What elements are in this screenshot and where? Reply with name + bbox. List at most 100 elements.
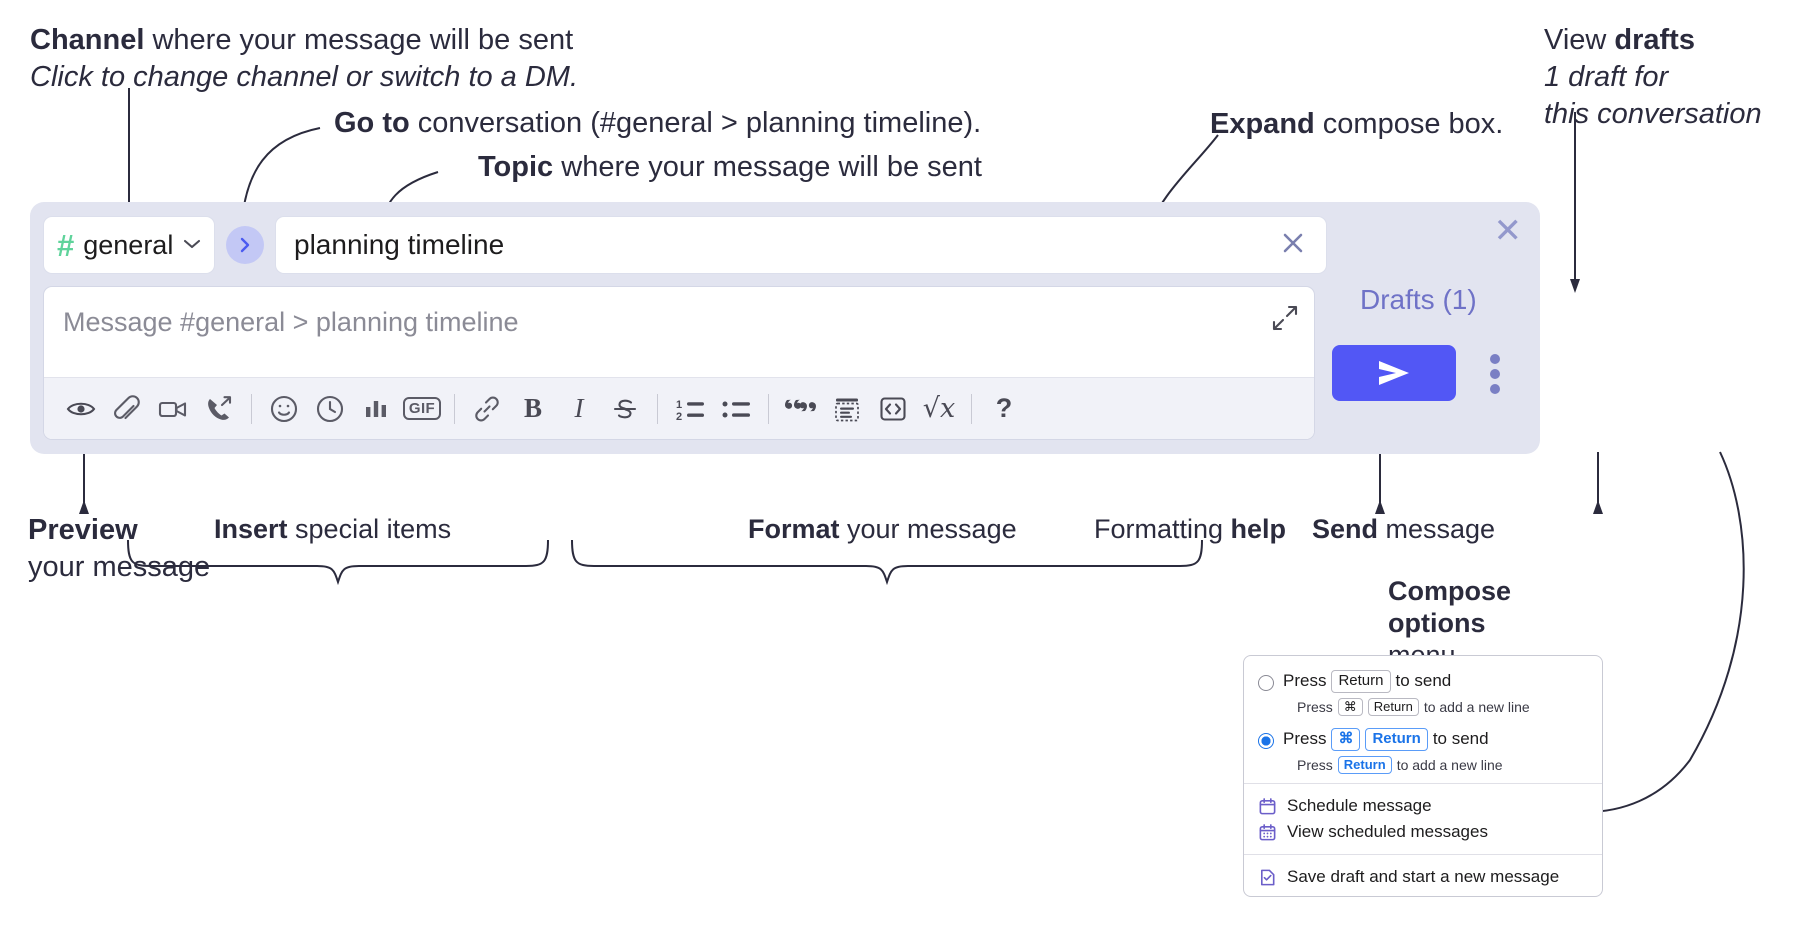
menu-item-label: Schedule message — [1287, 796, 1432, 815]
video-camera-icon[interactable] — [150, 386, 196, 432]
code-block-icon[interactable] — [824, 386, 870, 432]
expand-icon[interactable] — [1272, 305, 1298, 331]
annotation-expand: Expand compose box. — [1210, 106, 1503, 143]
menu-divider — [1244, 854, 1602, 855]
annotation-channel-sub: Click to change channel or switch to a D… — [30, 61, 579, 94]
annotation-compose-bold1: Compose — [1388, 576, 1512, 606]
option-body: Press ⌘ Return to send Press Return to a… — [1283, 728, 1503, 774]
preview-eye-icon[interactable] — [58, 386, 104, 432]
annotation-preview-bold: Preview — [28, 514, 138, 546]
bulleted-list-icon[interactable] — [713, 386, 759, 432]
attachment-paperclip-icon[interactable] — [104, 386, 150, 432]
menu-item-view-scheduled-messages[interactable]: View scheduled messages — [1244, 819, 1602, 845]
menu-divider — [1244, 783, 1602, 784]
send-button[interactable] — [1332, 345, 1456, 401]
annotation-goto-bold: Go to — [334, 107, 410, 139]
to-send-label: to send — [1432, 729, 1489, 749]
math-icon[interactable]: √x — [916, 386, 962, 432]
annotation-formatting-help: Formatting help — [1094, 512, 1286, 547]
annotation-help-lead: Formatting — [1094, 514, 1231, 544]
calendar-icon — [1258, 797, 1277, 816]
annotation-topic-rest: where your message will be sent — [553, 151, 982, 183]
annotation-insert-bold: Insert — [214, 514, 288, 544]
calendar-grid-icon — [1258, 823, 1277, 842]
key-return: Return — [1331, 670, 1391, 693]
annotation-preview: Preview your message — [28, 512, 210, 586]
option-body: Press Return to send Press ⌘ Return to a… — [1283, 670, 1530, 716]
italic-icon[interactable]: I — [574, 393, 584, 423]
strikethrough-icon[interactable] — [602, 386, 648, 432]
math-label: √x — [922, 393, 956, 424]
toolbar-divider — [971, 393, 972, 424]
option-sub-line: Press Return to add a new line — [1297, 755, 1503, 774]
radio-button-unselected[interactable] — [1258, 675, 1274, 691]
draft-check-icon — [1258, 868, 1277, 887]
annotation-send-rest: message — [1378, 514, 1496, 544]
menu-item-schedule-message[interactable]: Schedule message — [1244, 793, 1602, 819]
annotation-preview-rest: your message — [28, 551, 211, 584]
menu-item-label: Save draft and start a new message — [1287, 867, 1560, 886]
link-icon[interactable] — [464, 386, 510, 432]
clear-topic-icon[interactable] — [1278, 228, 1308, 263]
gif-icon[interactable]: GIF — [399, 386, 445, 432]
press-label: Press — [1297, 756, 1333, 773]
bold-icon[interactable]: B — [523, 393, 542, 423]
radio-button-selected[interactable] — [1258, 733, 1274, 749]
toolbar-divider — [657, 393, 658, 424]
annotation-goto: Go to conversation (#general > planning … — [334, 105, 981, 142]
kebab-dot — [1490, 369, 1500, 379]
svg-text:1: 1 — [676, 399, 682, 411]
formatting-help-icon[interactable]: ? — [981, 386, 1027, 432]
toolbar-divider — [454, 393, 455, 424]
chevron-down-icon — [182, 234, 202, 256]
topic-value: planning timeline — [294, 229, 505, 260]
poll-bar-chart-icon[interactable] — [353, 386, 399, 432]
hash-icon: # — [57, 227, 75, 263]
ordered-list-icon[interactable]: 1 2 — [667, 386, 713, 432]
annotation-drafts-bold: drafts — [1614, 24, 1695, 56]
message-placeholder: Message #general > planning timeline — [63, 307, 519, 337]
menu-option-cmd-return-to-send[interactable]: Press ⌘ Return to send Press Return to a… — [1244, 724, 1602, 774]
press-label: Press — [1283, 729, 1327, 749]
annotation-channel: Channel where your message will be sent … — [30, 22, 578, 96]
option-main-line: Press ⌘ Return to send — [1283, 728, 1503, 751]
annotation-expand-bold: Expand — [1210, 108, 1315, 140]
key-command: ⌘ — [1337, 697, 1363, 716]
annotation-topic: Topic where your message will be sent — [478, 149, 982, 186]
annotation-channel-bold: Channel — [30, 24, 145, 56]
svg-text:2: 2 — [676, 411, 682, 423]
option-sub-line: Press ⌘ Return to add a new line — [1297, 697, 1530, 716]
key-return: Return — [1365, 728, 1428, 751]
inline-code-icon[interactable] — [870, 386, 916, 432]
menu-option-return-to-send[interactable]: Press Return to send Press ⌘ Return to a… — [1244, 666, 1602, 716]
annotation-format: Format your message — [748, 512, 1017, 547]
annotation-send: Send message — [1312, 512, 1495, 547]
topic-input[interactable]: planning timeline — [275, 216, 1327, 274]
annotation-topic-bold: Topic — [478, 151, 554, 183]
audio-call-icon[interactable] — [196, 386, 242, 432]
annotation-drafts-sub1: 1 draft for — [1544, 61, 1669, 94]
press-label: Press — [1297, 698, 1333, 715]
blockquote-icon[interactable] — [778, 386, 824, 432]
annotation-insert-rest: special items — [287, 514, 452, 544]
emoji-icon[interactable] — [261, 386, 307, 432]
close-icon[interactable]: ✕ — [1493, 212, 1523, 250]
go-to-conversation-button[interactable] — [226, 226, 264, 264]
formatting-toolbar: GIF B I — [44, 377, 1314, 439]
annotation-drafts-sub2: this conversation — [1544, 98, 1762, 131]
to-send-label: to send — [1395, 671, 1452, 691]
help-label: ? — [995, 393, 1013, 423]
key-return: Return — [1337, 755, 1392, 774]
annotation-help-bold: help — [1230, 514, 1287, 544]
key-return: Return — [1367, 697, 1419, 716]
menu-item-save-draft[interactable]: Save draft and start a new message — [1244, 864, 1602, 890]
message-input-box[interactable]: Message #general > planning timeline — [43, 286, 1315, 440]
channel-selector[interactable]: # general — [43, 216, 215, 274]
clock-icon[interactable] — [307, 386, 353, 432]
press-label: Press — [1283, 671, 1327, 691]
annotation-goto-rest: conversation (#general > planning timeli… — [409, 107, 982, 139]
key-command: ⌘ — [1331, 728, 1361, 751]
compose-options-button[interactable] — [1480, 354, 1510, 394]
drafts-link[interactable]: Drafts (1) — [1360, 284, 1477, 315]
